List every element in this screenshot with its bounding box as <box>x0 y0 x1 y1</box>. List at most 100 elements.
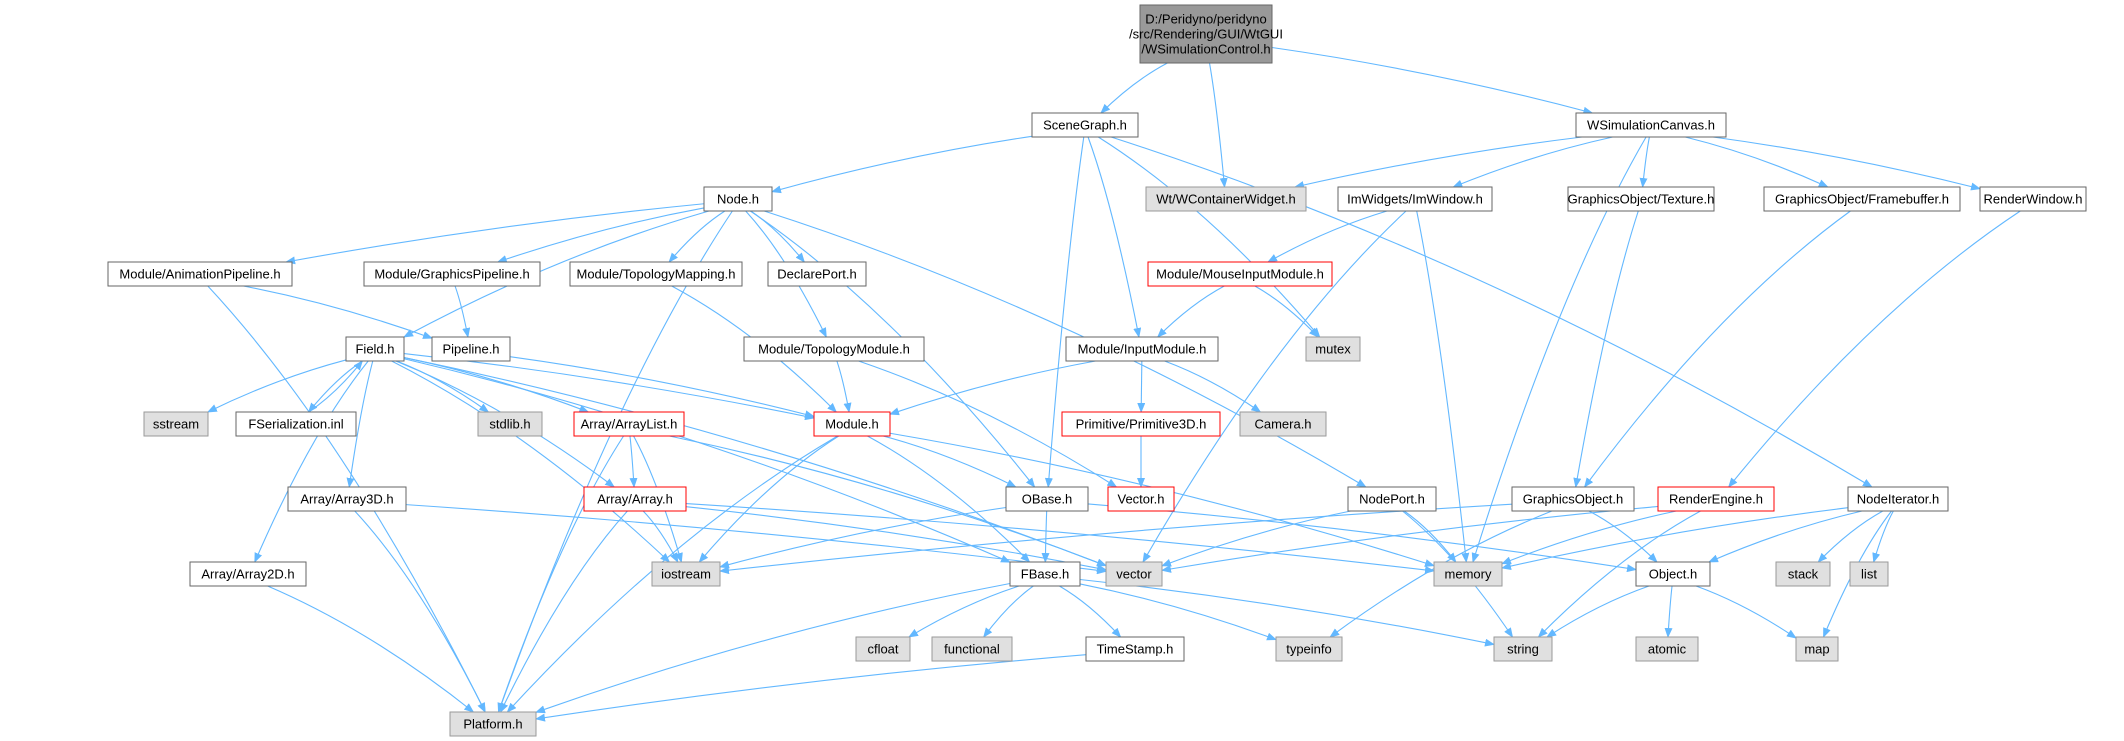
node-array3d[interactable]: Array/Array3D.h <box>287 486 407 512</box>
edge-scenegraph-to-nodeiterator <box>1110 136 1873 488</box>
node-mutex[interactable]: mutex <box>1305 336 1361 362</box>
node-label: Module/GraphicsPipeline.h <box>374 267 529 282</box>
node-gfxpipeline[interactable]: Module/GraphicsPipeline.h <box>363 261 541 287</box>
node-fbase[interactable]: FBase.h <box>1009 561 1081 587</box>
node-fserial[interactable]: FSerialization.inl <box>235 411 357 437</box>
node-label-line: SceneGraph.h <box>1043 118 1127 133</box>
node-atomic[interactable]: atomic <box>1635 636 1699 662</box>
node-camera[interactable]: Camera.h <box>1239 411 1327 437</box>
node-label: TimeStamp.h <box>1097 642 1174 657</box>
node-goframebuffer[interactable]: GraphicsObject/Framebuffer.h <box>1763 186 1961 212</box>
node-box <box>1105 561 1163 587</box>
node-memory[interactable]: memory <box>1433 561 1503 587</box>
node-label: Wt/WContainerWidget.h <box>1156 192 1295 207</box>
edge-array2d-to-platform <box>267 585 475 713</box>
node-label-line: Module/TopologyModule.h <box>758 342 910 357</box>
node-label: Node.h <box>717 192 759 207</box>
node-object[interactable]: Object.h <box>1635 561 1711 587</box>
node-animpipeline[interactable]: Module/AnimationPipeline.h <box>107 261 293 287</box>
node-box <box>1239 411 1327 437</box>
node-primitive3d[interactable]: Primitive/Primitive3D.h <box>1061 411 1221 437</box>
node-box <box>1065 336 1219 362</box>
node-wcontainer[interactable]: Wt/WContainerWidget.h <box>1145 186 1307 212</box>
node-box <box>1147 261 1333 287</box>
edge-field-to-array3d <box>346 360 374 488</box>
node-vectorh[interactable]: Vector.h <box>1107 486 1175 512</box>
node-label-line: Module/GraphicsPipeline.h <box>374 267 529 282</box>
node-label-line: iostream <box>661 567 711 582</box>
node-label-line: cfloat <box>867 642 898 657</box>
edge-array3d-to-vector <box>405 504 1107 575</box>
node-mouseinput[interactable]: Module/MouseInputModule.h <box>1147 261 1333 287</box>
node-topomapping[interactable]: Module/TopologyMapping.h <box>569 261 743 287</box>
node-label: list <box>1861 567 1877 582</box>
node-map[interactable]: map <box>1795 636 1839 662</box>
edge-pipeline-to-module <box>509 356 815 419</box>
node-array[interactable]: Array/Array.h <box>583 486 687 512</box>
edge-layer <box>206 46 2021 722</box>
node-arraylist[interactable]: Array/ArrayList.h <box>573 411 685 437</box>
node-graphicsobject[interactable]: GraphicsObject.h <box>1511 486 1635 512</box>
edge-scenegraph-to-obase <box>1044 136 1085 488</box>
node-box <box>1775 561 1831 587</box>
node-label: Module/MouseInputModule.h <box>1156 267 1324 282</box>
node-nodeiterator[interactable]: NodeIterator.h <box>1847 486 1949 512</box>
edge-object-to-atomic <box>1664 585 1673 638</box>
node-declareport[interactable]: DeclarePort.h <box>767 261 867 287</box>
node-list[interactable]: list <box>1849 561 1889 587</box>
node-typeinfo[interactable]: typeinfo <box>1275 636 1343 662</box>
edge-root-to-scenegraph <box>1100 62 1168 114</box>
node-node[interactable]: Node.h <box>703 186 773 212</box>
edge-arraylist-to-platform <box>497 435 625 713</box>
node-label: Field.h <box>355 342 394 357</box>
node-array2d[interactable]: Array/Array2D.h <box>189 561 307 587</box>
node-nodeport[interactable]: NodePort.h <box>1347 486 1437 512</box>
node-label: atomic <box>1648 642 1687 657</box>
edge-wsimcanvas-to-renderwindow <box>1712 136 1981 191</box>
node-gotexture[interactable]: GraphicsObject/Texture.h <box>1567 186 1715 212</box>
node-field[interactable]: Field.h <box>345 336 405 362</box>
node-obase[interactable]: OBase.h <box>1005 486 1089 512</box>
node-stack[interactable]: stack <box>1775 561 1831 587</box>
node-string[interactable]: string <box>1493 636 1553 662</box>
node-box <box>1433 561 1503 587</box>
node-box <box>651 561 721 587</box>
edge-array-to-memory <box>685 503 1435 574</box>
node-label: Array/Array.h <box>597 492 673 507</box>
node-label: Pipeline.h <box>442 342 499 357</box>
node-box <box>189 561 307 587</box>
node-cfloat[interactable]: cfloat <box>855 636 911 662</box>
node-label: Primitive/Primitive3D.h <box>1076 417 1207 432</box>
node-wsimcanvas[interactable]: WSimulationCanvas.h <box>1575 112 1727 138</box>
edge-wsimcanvas-to-gotexture <box>1639 136 1650 188</box>
node-label: sstream <box>153 417 199 432</box>
node-pipeline[interactable]: Pipeline.h <box>431 336 511 362</box>
node-label: Vector.h <box>1118 492 1165 507</box>
edge-renderengine-to-string <box>1537 510 1701 638</box>
node-inputmodule[interactable]: Module/InputModule.h <box>1065 336 1219 362</box>
edge-gfxpipeline-to-pipeline <box>454 285 471 338</box>
node-imwindow[interactable]: ImWidgets/ImWindow.h <box>1337 186 1493 212</box>
node-timestamp[interactable]: TimeStamp.h <box>1085 636 1185 662</box>
node-label-line: map <box>1804 642 1829 657</box>
edge-nodeport-to-vector <box>1161 510 1351 567</box>
node-module[interactable]: Module.h <box>813 411 891 437</box>
node-platform[interactable]: Platform.h <box>449 711 537 737</box>
node-sstream[interactable]: sstream <box>143 411 209 437</box>
node-topomodule[interactable]: Module/TopologyModule.h <box>743 336 925 362</box>
node-vector[interactable]: vector <box>1105 561 1163 587</box>
node-root[interactable]: D:/Peridyno/peridyno/src/Rendering/GUI/W… <box>1129 4 1283 64</box>
node-label: ImWidgets/ImWindow.h <box>1347 192 1483 207</box>
node-iostream[interactable]: iostream <box>651 561 721 587</box>
edge-wsimcanvas-to-imwindow <box>1452 136 1613 188</box>
node-scenegraph[interactable]: SceneGraph.h <box>1031 112 1139 138</box>
edge-scenegraph-to-mutex <box>1097 136 1321 338</box>
node-label: RenderEngine.h <box>1669 492 1763 507</box>
node-renderengine[interactable]: RenderEngine.h <box>1657 486 1775 512</box>
node-renderwindow[interactable]: RenderWindow.h <box>1979 186 2087 212</box>
node-functional[interactable]: functional <box>931 636 1013 662</box>
node-label: FBase.h <box>1021 567 1069 582</box>
node-stdlib[interactable]: stdlib.h <box>477 411 543 437</box>
node-label: DeclarePort.h <box>777 267 856 282</box>
node-label: mutex <box>1315 342 1351 357</box>
